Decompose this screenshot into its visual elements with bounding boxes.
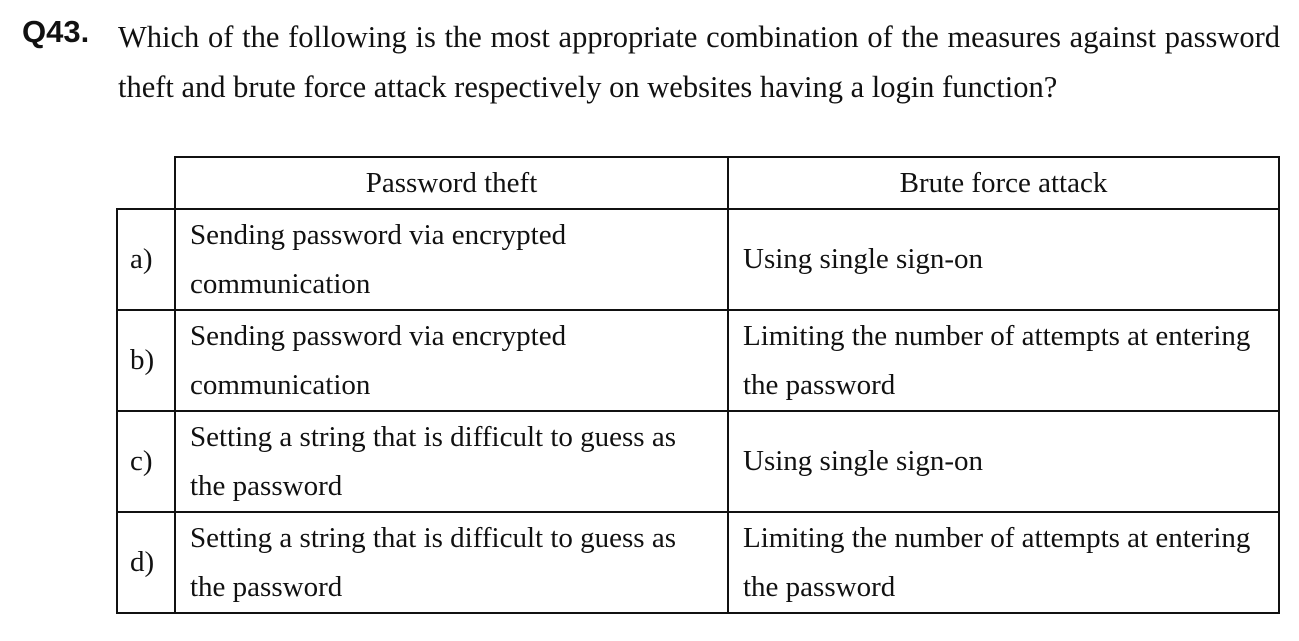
header-password-theft: Password theft xyxy=(174,156,729,210)
password-theft-cell: Setting a string that is difficult to gu… xyxy=(174,410,729,513)
blank-cell xyxy=(117,157,176,210)
brute-force-cell: Using single sign-on xyxy=(727,208,1280,311)
option-label[interactable]: b) xyxy=(116,309,176,412)
brute-force-cell: Limiting the number of attempts at enter… xyxy=(727,309,1280,412)
header-brute-force: Brute force attack xyxy=(727,156,1280,210)
table-row[interactable]: a) Sending password via encrypted commun… xyxy=(116,208,1280,311)
table-header-row: Password theft Brute force attack xyxy=(117,156,1280,210)
password-theft-cell: Setting a string that is difficult to gu… xyxy=(174,511,729,614)
question-number: Q43. xyxy=(22,14,90,49)
answer-table: Password theft Brute force attack a) Sen… xyxy=(116,156,1280,614)
table-row[interactable]: d) Setting a string that is difficult to… xyxy=(116,511,1280,614)
table-row[interactable]: b) Sending password via encrypted commun… xyxy=(116,309,1280,412)
password-theft-cell: Sending password via encrypted communica… xyxy=(174,309,729,412)
option-label[interactable]: c) xyxy=(116,410,176,513)
password-theft-cell: Sending password via encrypted communica… xyxy=(174,208,729,311)
brute-force-cell: Limiting the number of attempts at enter… xyxy=(727,511,1280,614)
table-row[interactable]: c) Setting a string that is difficult to… xyxy=(116,410,1280,513)
option-label[interactable]: d) xyxy=(116,511,176,614)
brute-force-cell: Using single sign-on xyxy=(727,410,1280,513)
option-label[interactable]: a) xyxy=(116,208,176,311)
question-text: Which of the following is the most appro… xyxy=(118,20,1280,104)
